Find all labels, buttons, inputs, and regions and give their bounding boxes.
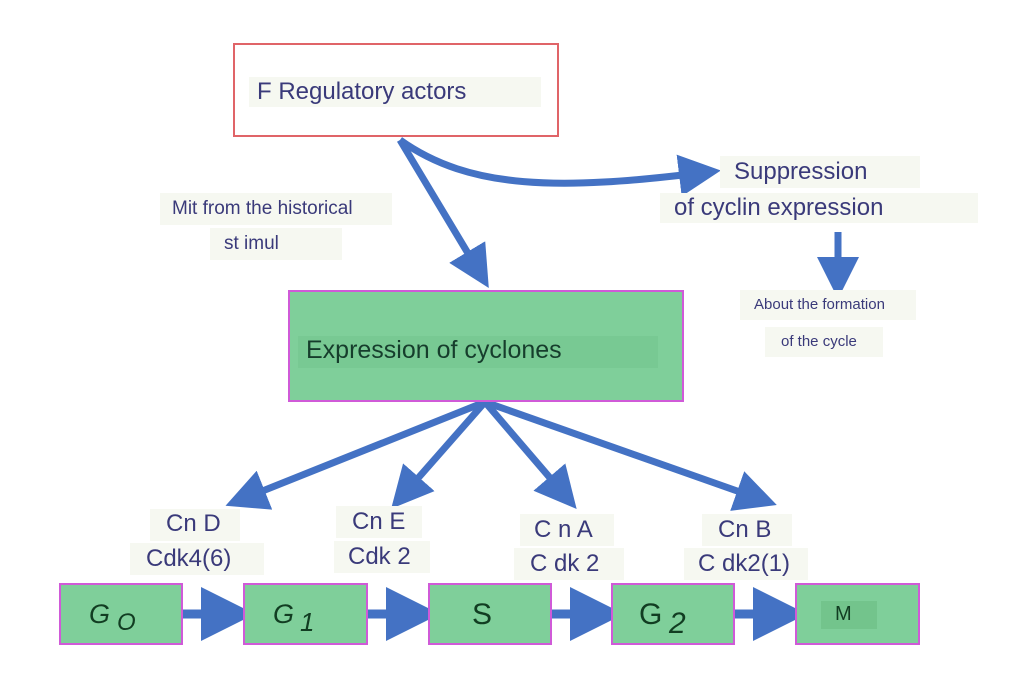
suppression-line1: Suppression — [734, 158, 868, 185]
complex-a-line1: C n A — [534, 516, 593, 543]
phase-m-box: M — [795, 583, 920, 645]
phase-g0-sub: O — [117, 609, 136, 636]
regulatory-factors-box: F Regulatory actors — [233, 43, 559, 137]
formation-line1: About the formation — [754, 296, 885, 313]
arrow-expression-to-cnd — [225, 398, 487, 510]
phase-g1-box: G 1 — [243, 583, 368, 645]
complex-b-line2: C dk2(1) — [698, 550, 791, 577]
complex-d-line2: Cdk4(6) — [146, 545, 232, 572]
formation-line2: of the cycle — [781, 333, 857, 350]
arrow-expression-to-cna — [482, 399, 577, 509]
complex-a-line2: C dk 2 — [530, 550, 600, 577]
complex-e-line1: Cn E — [352, 508, 406, 535]
phase-g0-box: G O — [59, 583, 183, 645]
phase-g2-main: G — [639, 598, 663, 631]
arrow-regulatory-to-suppression — [397, 137, 721, 197]
phase-s-main: S — [472, 598, 493, 631]
mitogenic-stimuli-line2: st imul — [224, 233, 279, 254]
phase-g0-main: G — [89, 599, 111, 629]
complex-d-line1: Cn D — [166, 510, 221, 537]
regulatory-factors-label: F Regulatory actors — [257, 78, 467, 105]
arrow-expression-to-cnb — [483, 398, 777, 511]
mitogenic-stimuli-line1: Mit from the historical — [172, 198, 353, 219]
complex-b-line1: Cn B — [718, 516, 772, 543]
expression-of-cyclins-box: Expression of cyclones — [288, 290, 684, 402]
suppression-line2: of cyclin expression — [674, 194, 884, 221]
phase-g1-main: G — [273, 599, 295, 629]
complex-e-line2: Cdk 2 — [348, 543, 411, 570]
phase-m-main: M — [835, 603, 852, 625]
phase-s-box: S — [428, 583, 552, 645]
expression-of-cyclins-label: Expression of cyclones — [306, 336, 562, 364]
phase-g2-box: G 2 — [611, 583, 735, 645]
phase-g2-sub: 2 — [669, 607, 686, 640]
arrow-regulatory-to-expression — [396, 138, 489, 289]
phase-g1-sub: 1 — [300, 607, 315, 637]
arrow-expression-to-cne — [391, 399, 488, 509]
